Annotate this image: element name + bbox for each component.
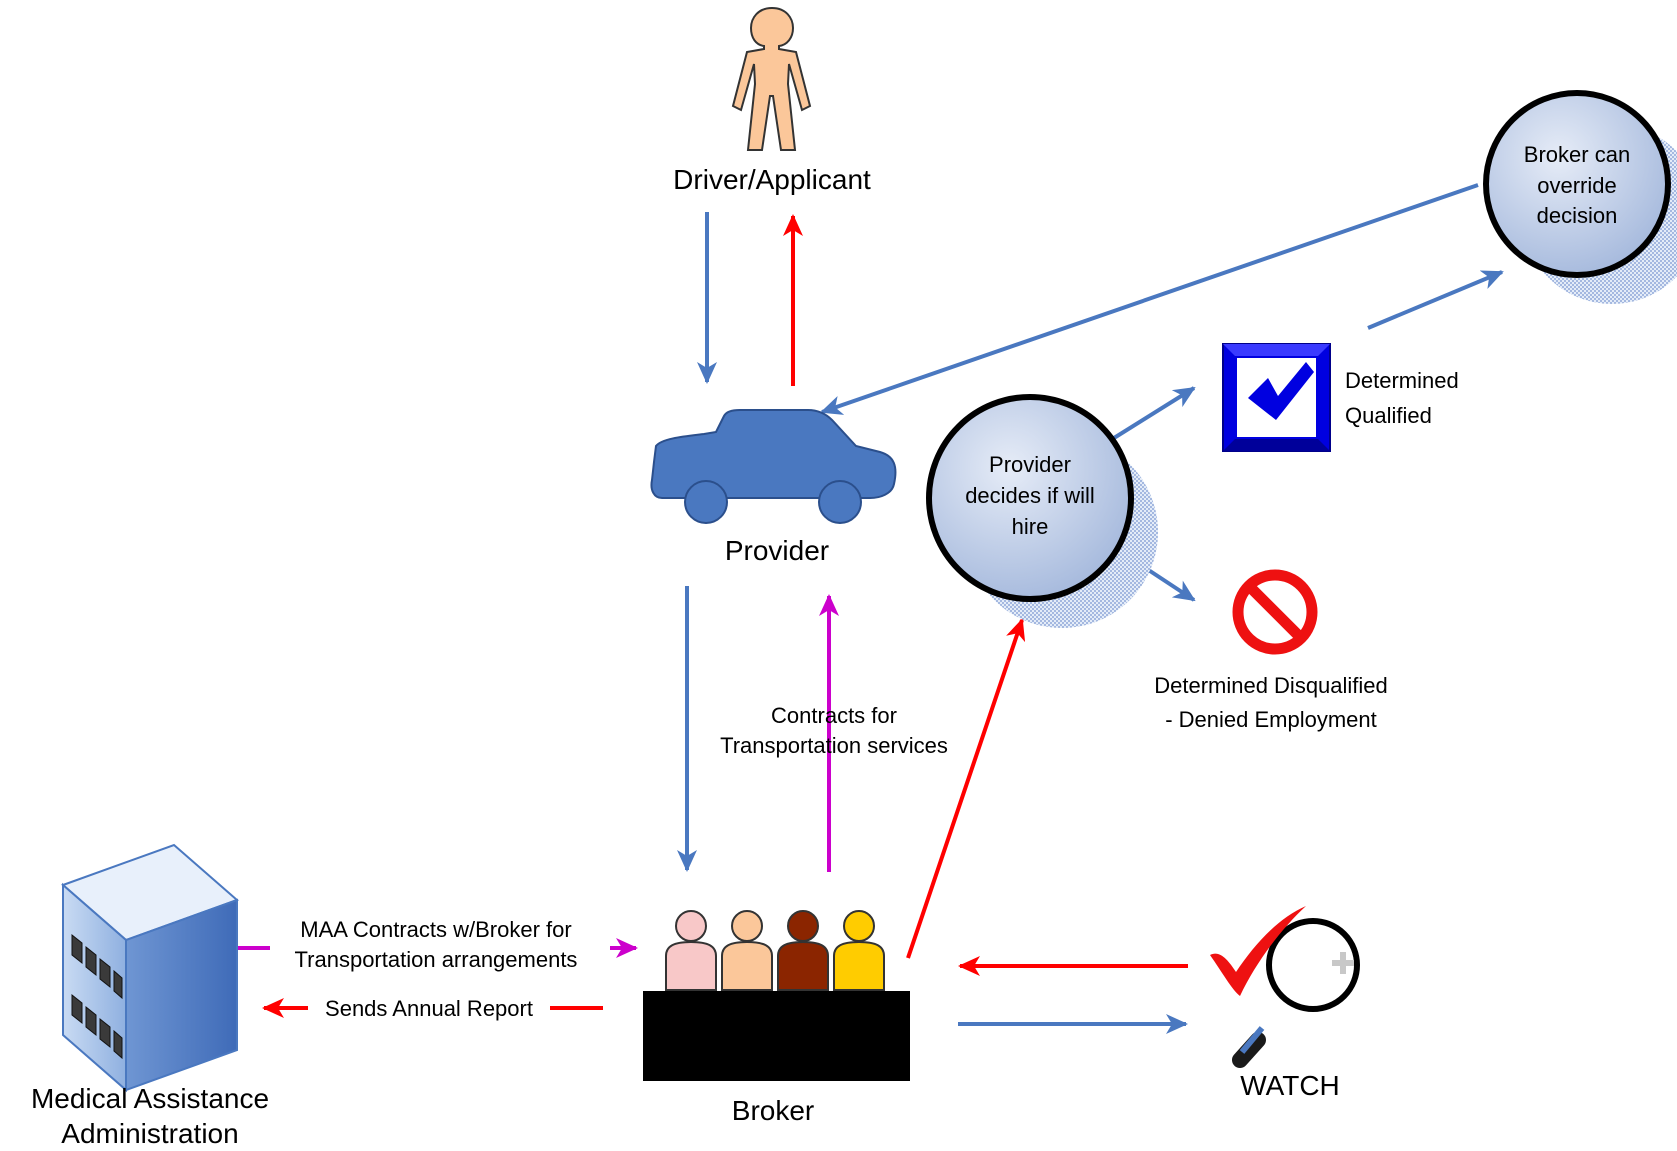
contracts-label-line-1: Contracts for (771, 703, 897, 728)
prohibited-icon (1232, 569, 1318, 655)
override-label-line-2: override (1537, 173, 1616, 198)
maa-contracts-label: MAA Contracts w/Broker for Transportatio… (270, 915, 610, 975)
broker-label: Broker (732, 1095, 814, 1126)
maa-contracts-label-line-2: Transportation arrangements (295, 947, 578, 972)
car-icon (650, 409, 897, 524)
decision-circle (926, 394, 1134, 602)
disqualified-label-line-2: - Denied Employment (1165, 707, 1377, 732)
decision-label-line-3: hire (1012, 514, 1049, 539)
qualified-node: Determined Qualified (1222, 343, 1459, 452)
decision-label-line-1: Provider (989, 452, 1071, 477)
person-icon (731, 6, 812, 151)
broker-desk (643, 991, 910, 1081)
broker-node: Broker (643, 910, 910, 1126)
contracts-label-line-2: Transportation services (720, 733, 948, 758)
qualified-label-line-2: Qualified (1345, 403, 1432, 428)
magnifier-icon (1232, 918, 1360, 1068)
building-icon (61, 843, 239, 1093)
arrow-broker-to-decision (906, 618, 1026, 959)
checkbox-icon (1222, 343, 1331, 452)
maa-label-line-2: Administration (61, 1118, 238, 1149)
maa-contracts-label-line-1: MAA Contracts w/Broker for (300, 917, 571, 942)
qualified-label-line-1: Determined (1345, 368, 1459, 393)
arrow-override-to-provider (820, 183, 1479, 415)
provider-node: Provider (650, 409, 897, 566)
people-icon (665, 910, 885, 991)
override-circle (1483, 90, 1671, 278)
arrow-decision-to-qualified (1112, 386, 1196, 440)
provider-label: Provider (725, 535, 829, 566)
override-label-line-1: Broker can (1524, 142, 1630, 167)
watch-node: WATCH (1210, 906, 1360, 1101)
contracts-label: Contracts for Transportation services (720, 703, 948, 758)
checkmark-icon (1210, 906, 1306, 996)
decision-label-line-2: decides if will (965, 483, 1095, 508)
override-node: Broker can override decision (1483, 90, 1677, 304)
disqualified-node: Determined Disqualified - Denied Employm… (1154, 569, 1388, 732)
driver-label: Driver/Applicant (673, 164, 871, 195)
watch-label: WATCH (1240, 1070, 1340, 1101)
maa-node: Medical Assistance Administration (31, 843, 269, 1149)
disqualified-label-line-1: Determined Disqualified (1154, 673, 1388, 698)
decision-node: Provider decides if will hire (926, 394, 1158, 628)
annual-report-text: Sends Annual Report (325, 996, 533, 1021)
override-label-line-3: decision (1537, 203, 1618, 228)
arrow-qualified-to-override (1367, 270, 1504, 330)
annual-report-label: Sends Annual Report (308, 993, 550, 1021)
maa-label-line-1: Medical Assistance (31, 1083, 269, 1114)
driver-node: Driver/Applicant (673, 6, 871, 195)
